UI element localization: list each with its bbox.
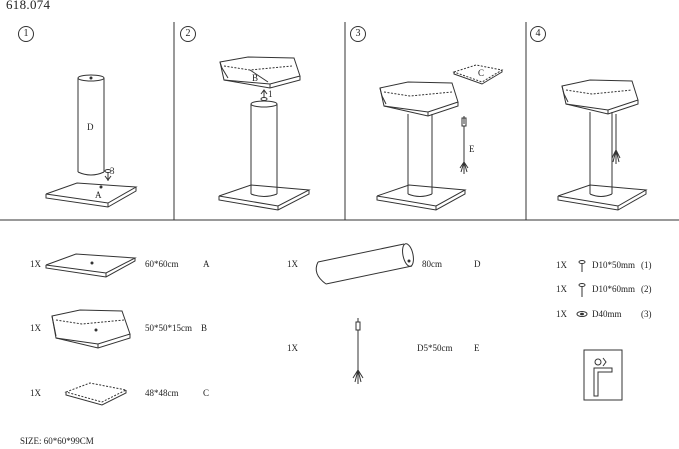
part-e-toy-rope xyxy=(352,318,364,384)
step3-pad xyxy=(452,64,504,85)
step-number-2: 2 xyxy=(180,26,196,42)
hardware-screw-icon xyxy=(578,260,586,272)
part-b-qty: 1X xyxy=(30,323,41,333)
hardware-2-qty: 1X xyxy=(556,284,567,294)
step2-screw-label: 1 xyxy=(268,89,273,99)
footer-size: SIZE: 60*60*99CM xyxy=(20,436,94,446)
part-b-bed-basket xyxy=(51,309,131,349)
step4-toy-rope xyxy=(611,114,621,164)
step2-base-plate xyxy=(218,184,311,211)
step2-bed-label: B xyxy=(252,73,259,83)
hardware-long-screw-icon xyxy=(578,283,586,297)
hardware-3-ref: (3) xyxy=(641,309,652,319)
part-c-letter: C xyxy=(203,388,210,398)
part-c-qty: 1X xyxy=(30,388,41,398)
step4-bed-basket xyxy=(561,79,639,115)
part-e-size: D5*50cm xyxy=(417,343,453,353)
step2-post xyxy=(250,100,278,197)
step4-base-plate xyxy=(557,184,648,211)
part-d-qty: 1X xyxy=(287,259,298,269)
step3-base-plate xyxy=(376,184,467,211)
hardware-2-size: D10*60mm xyxy=(592,284,636,294)
step1-screw-label: 3 xyxy=(110,166,115,176)
step1-post-label: D xyxy=(87,122,94,132)
part-a-base-plate xyxy=(45,253,137,278)
part-b-letter: B xyxy=(201,323,208,333)
step-number-4: 4 xyxy=(530,26,546,42)
part-a-qty: 1X xyxy=(30,259,41,269)
part-b-size: 50*50*15cm xyxy=(145,323,192,333)
part-e-qty: 1X xyxy=(287,343,298,353)
step1-base-plate xyxy=(45,182,138,208)
hardware-washer-icon xyxy=(576,311,588,317)
step3-toy-label: E xyxy=(469,144,475,154)
hardware-3-size: D40mm xyxy=(592,309,622,319)
step1-screw-icon xyxy=(104,169,112,181)
step4-post xyxy=(589,112,613,197)
hardware-1-ref: (1) xyxy=(641,260,652,270)
step-number-3: 3 xyxy=(350,26,366,42)
step3-bed-basket xyxy=(379,81,459,117)
step-number-1: 1 xyxy=(18,26,34,42)
part-e-letter: E xyxy=(474,343,480,353)
step2-screw-icon xyxy=(260,89,268,101)
step1-base-label: A xyxy=(95,190,102,200)
part-a-letter: A xyxy=(203,259,210,269)
part-a-size: 60*60cm xyxy=(145,259,179,269)
part-d-letter: D xyxy=(474,259,481,269)
part-d-post xyxy=(315,243,414,285)
hardware-2-ref: (2) xyxy=(641,284,652,294)
part-c-pad xyxy=(64,382,128,406)
part-d-size: 80cm xyxy=(422,259,442,269)
hardware-1-size: D10*50mm xyxy=(592,260,636,270)
step2-bed-basket xyxy=(219,56,301,89)
model-number: 618.074 xyxy=(6,0,51,12)
allen-wrench-icon xyxy=(583,349,623,401)
step3-pad-label: C xyxy=(478,68,485,78)
step3-toy-rope xyxy=(459,116,469,174)
step3-post xyxy=(407,114,433,197)
hardware-3-qty: 1X xyxy=(556,309,567,319)
hardware-1-qty: 1X xyxy=(556,260,567,270)
part-c-size: 48*48cm xyxy=(145,388,179,398)
